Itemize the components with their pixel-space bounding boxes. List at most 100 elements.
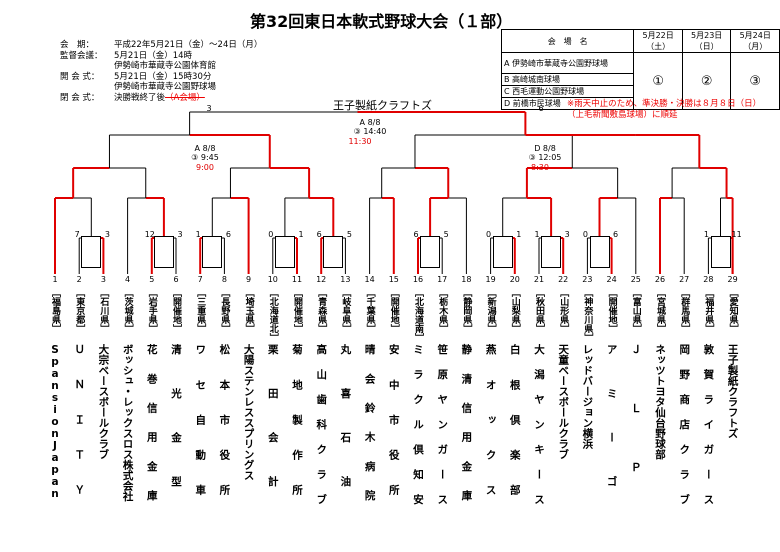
team-prefecture: ［東京都］ xyxy=(74,288,85,333)
team-name: 安中市役所 xyxy=(387,344,400,520)
team-prefecture: ［石川県］ xyxy=(98,288,109,333)
score-left: 1 xyxy=(703,230,709,239)
score-left: 1 xyxy=(534,230,540,239)
first-round-game xyxy=(541,236,562,268)
team-name: 静清信用金庫 xyxy=(460,344,473,519)
first-round-game xyxy=(710,236,731,268)
team-name: 王子製紙クラフトズ xyxy=(726,344,739,439)
score-right: 3 xyxy=(104,230,110,239)
score-right: 3 xyxy=(564,230,570,239)
team-prefecture: ［山形県］ xyxy=(558,288,569,333)
team-number: 23 xyxy=(582,275,593,284)
team-number: 17 xyxy=(437,275,448,284)
team-prefecture: ［愛知県］ xyxy=(727,288,738,333)
team-name: ミラクル倶知安 xyxy=(412,344,424,519)
team-name: 清光金型 xyxy=(170,344,182,520)
team-name: ワセ自動車 xyxy=(194,344,207,520)
team-name: レッドバージョン横浜 xyxy=(581,344,594,449)
team-prefecture: ［北海道南］ xyxy=(413,288,423,342)
team-prefecture: ［千葉県］ xyxy=(364,288,375,333)
note-line-2: （上毛新聞敷島球場）に順延 xyxy=(567,110,678,120)
team-name: ＪＬＰ xyxy=(629,344,642,521)
team-number: 11 xyxy=(291,275,303,284)
team-name: アミーゴ xyxy=(605,344,618,520)
team-number: 22 xyxy=(558,275,569,284)
team-number: 5 xyxy=(149,275,155,284)
venue-d: D 前橋市民球場 xyxy=(500,97,635,110)
team-number: 9 xyxy=(246,275,252,284)
period-value: 平成22年5月21日（金）～24日（月） xyxy=(114,40,263,50)
team-name: 燕オックス xyxy=(484,344,497,520)
team-number: 8 xyxy=(221,275,227,284)
team-prefecture: ［長野県］ xyxy=(219,288,230,333)
day3-round: ③ xyxy=(730,52,780,110)
first-round-game xyxy=(81,236,102,268)
meeting-label: 監督会議： xyxy=(60,50,103,61)
score-left: 12 xyxy=(144,230,155,239)
team-number: 14 xyxy=(364,275,375,284)
score-left: 0 xyxy=(582,230,588,239)
team-prefecture: ［福井県］ xyxy=(703,288,714,333)
team-name: 晴会鈴木病院 xyxy=(363,344,376,519)
team-prefecture: ［岐阜県］ xyxy=(340,288,351,333)
team-name: 菊地製作所 xyxy=(291,344,303,520)
team-number: 19 xyxy=(485,275,496,284)
final-score-right: 6 xyxy=(538,104,544,113)
period-label: 会 期： xyxy=(60,40,95,50)
team-number: 10 xyxy=(267,275,278,284)
team-name: 松本市役所 xyxy=(218,344,231,520)
team-prefecture: ［宮城県］ xyxy=(655,288,665,333)
closing-value: 決勝戦終了後 xyxy=(114,92,166,103)
team-prefecture: ［茨城県］ xyxy=(122,288,133,333)
team-name: 花巻信用金庫 xyxy=(145,344,158,519)
first-round-game xyxy=(492,236,513,268)
team-number: 15 xyxy=(388,275,399,284)
team-prefecture: ［北海道北］ xyxy=(267,288,278,342)
team-prefecture: ［青森県］ xyxy=(316,288,327,333)
team-number: 21 xyxy=(533,275,545,284)
team-name: 高山歯科クラブ xyxy=(315,344,328,519)
team-prefecture: ［栃木県］ xyxy=(437,288,448,333)
team-name: 白根倶楽部 xyxy=(508,344,521,520)
team-prefecture: ［岩手県］ xyxy=(146,288,157,333)
meeting-value: 5月21日（金）14時 xyxy=(114,50,193,61)
score-left: 7 xyxy=(74,230,80,239)
team-number: 26 xyxy=(654,275,666,284)
final-score-left: 3 xyxy=(206,104,212,113)
day2-header: 5月23日（日） xyxy=(681,29,732,53)
closing-label: 閉 会 式： xyxy=(60,92,100,103)
team-name: 丸喜石油 xyxy=(339,344,352,520)
team-name: 大宗ベースボールクラブ xyxy=(97,344,110,460)
team-name: 天童ベースボールクラブ xyxy=(557,344,570,460)
team-number: 4 xyxy=(125,275,131,284)
team-number: 7 xyxy=(197,275,203,284)
semi-left-original-time: 9:00 xyxy=(196,163,214,172)
team-prefecture: ［福島県］ xyxy=(50,288,60,333)
team-prefecture: ［群馬県］ xyxy=(679,288,690,333)
champion-label: 王子製紙クラフトズ xyxy=(333,99,432,112)
team-prefecture: ［開催地］ xyxy=(606,288,617,333)
team-number: 29 xyxy=(727,275,738,284)
team-number: 1 xyxy=(52,275,58,284)
first-round-game xyxy=(323,236,344,268)
score-left: 6 xyxy=(316,230,322,239)
day3-header: 5月24日（月） xyxy=(730,29,780,53)
team-prefecture: ［埼玉県］ xyxy=(243,288,254,333)
closing-struck: （A会場） xyxy=(165,92,205,103)
final-original-time: 11:30 xyxy=(348,137,372,146)
team-prefecture: ［神奈川県］ xyxy=(582,288,593,342)
team-number: 20 xyxy=(509,275,520,284)
team-prefecture: ［開催地］ xyxy=(388,288,399,333)
opening-place: 伊勢崎市華蔵寺公園野球場 xyxy=(114,82,217,92)
team-name: ネッツトヨタ仙台野球部 xyxy=(654,344,666,460)
day1-header: 5月22日（土） xyxy=(633,29,683,53)
postponement-note: ※雨天中止のため、準決勝・決勝は８月８日（日） （上毛新聞敷島球場）に順延 xyxy=(567,99,761,121)
team-number: 24 xyxy=(606,275,617,284)
venue-table: 会 場 名 5月22日（土） 5月23日（日） 5月24日（月） A 伊勢崎市華… xyxy=(500,29,780,110)
first-round-game xyxy=(420,236,441,268)
score-right: 6 xyxy=(225,230,231,239)
meeting-place: 伊勢崎市華蔵寺公園体育館 xyxy=(114,61,217,71)
